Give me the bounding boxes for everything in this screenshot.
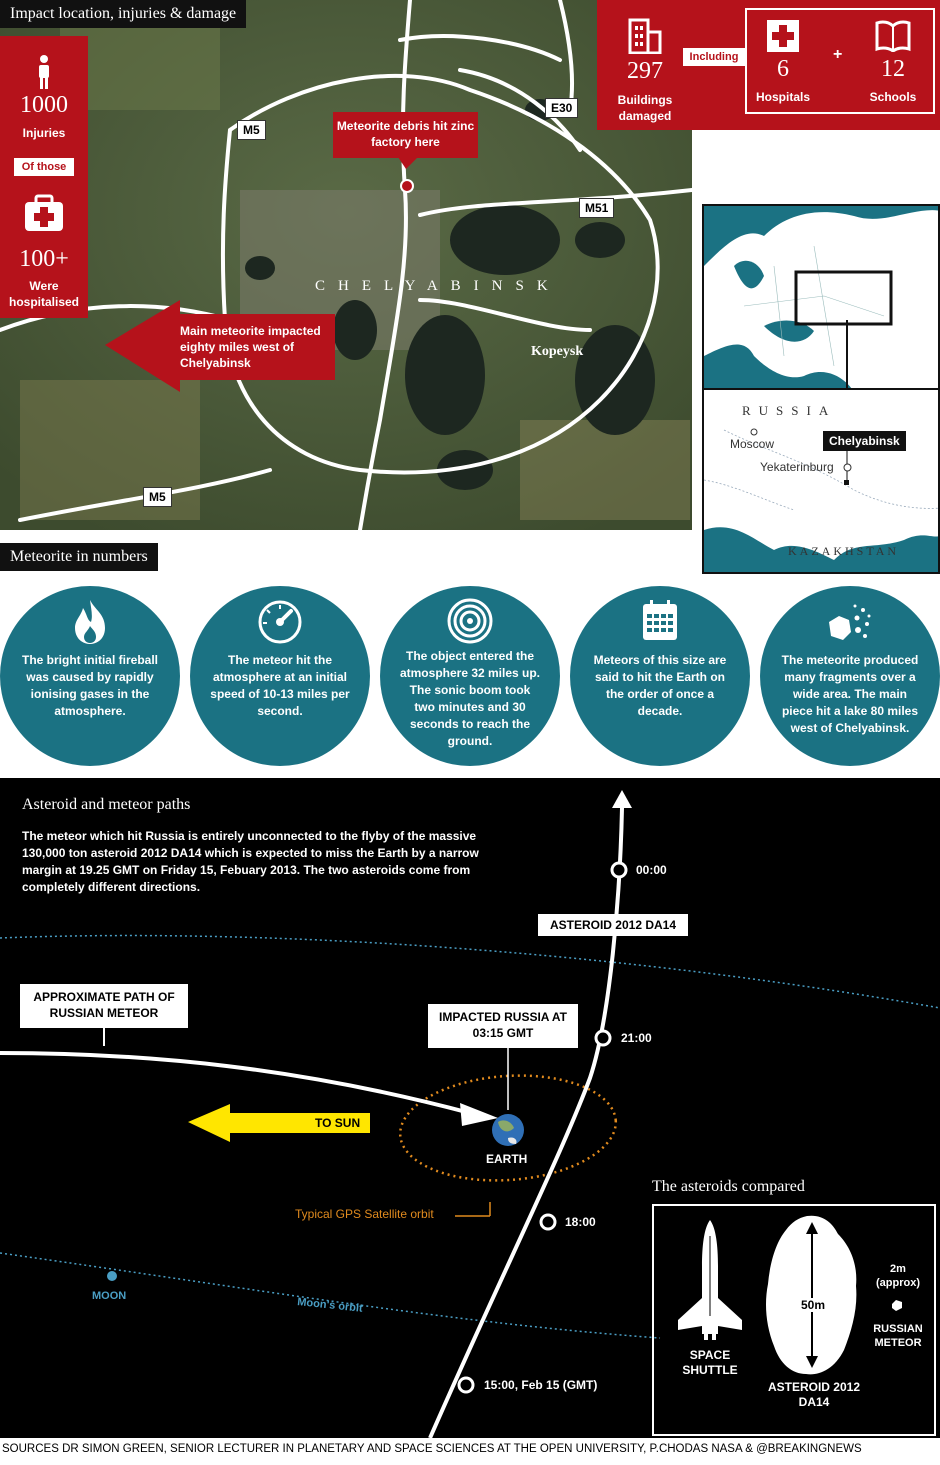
moon-label: MOON: [92, 1290, 127, 1302]
fact-circle-fragments: The meteorite produced many fragments ov…: [760, 586, 940, 766]
person-icon: [39, 55, 49, 89]
time-label-1800: 18:00: [565, 1215, 596, 1229]
time-label-1500: 15:00, Feb 15 (GMT): [484, 1378, 598, 1392]
road-label-m5: M5: [237, 120, 266, 140]
to-sun-label: TO SUN: [315, 1116, 361, 1130]
numbers-section-title: Meteorite in numbers: [0, 543, 158, 571]
plus-sign: +: [833, 46, 843, 63]
meteorite-arrow-callout: Main meteorite impacted eighty miles wes…: [180, 324, 321, 370]
europe-map: [702, 204, 940, 390]
asteroid-shape-icon: [766, 1215, 857, 1375]
time-label-2100: 21:00: [621, 1031, 652, 1045]
russia-map-graphic: [704, 390, 938, 572]
map-section-title: Impact location, injuries & damage: [0, 0, 247, 28]
earth-label: EARTH: [486, 1152, 528, 1166]
satellite-map: Impact location, injuries & damage M5 E3…: [0, 0, 692, 530]
shuttle-label: SPACE SHUTTLE: [682, 1348, 738, 1377]
damage-panel: 297 Buildings damaged Including 6 Hospit…: [597, 0, 940, 130]
hospitalised-count: 100+: [19, 246, 69, 272]
inset-yekaterinburg: Yekaterinburg: [760, 460, 834, 474]
city-label: CHELYABINSK: [315, 278, 561, 294]
moscow-dot: [750, 428, 758, 436]
road-label-e30: E30: [545, 98, 579, 118]
calendar-icon: [643, 600, 677, 640]
schools-label: Schools: [869, 90, 917, 104]
building-icon: [628, 18, 662, 54]
buildings-label: Buildings damaged: [617, 93, 673, 123]
meteor-label: RUSSIAN METEOR: [873, 1323, 923, 1349]
fact-circle-sonic: The object entered the atmosphere 32 mil…: [380, 586, 560, 766]
of-those-badge: Of those: [14, 158, 74, 176]
buildings-count: 297: [627, 58, 663, 84]
fact-circle-frequency: Meteors of this size are said to hit the…: [570, 586, 750, 766]
meteor-path-label: APPROXIMATE PATH OF RUSSIAN METEOR: [20, 984, 188, 1028]
including-box: [745, 8, 935, 114]
including-badge: Including: [683, 48, 745, 66]
fire-icon: [75, 600, 105, 644]
road-label-m5-south: M5: [143, 487, 172, 507]
impact-label: IMPACTED RUSSIA AT 03:15 GMT: [428, 1004, 578, 1048]
speedometer-icon: [258, 600, 302, 644]
asteroid-label: ASTEROID 2012 DA14: [767, 1380, 861, 1409]
town-label: Kopeysk: [531, 344, 584, 359]
road-label-m51: M51: [579, 198, 615, 218]
schools-count: 12: [881, 56, 905, 82]
fragments-icon: [829, 604, 871, 640]
hospitals-count: 6: [777, 56, 789, 82]
injuries-label: Injuries: [22, 126, 66, 140]
first-aid-kit-icon: [25, 194, 63, 231]
hospitals-label: Hospitals: [755, 90, 810, 104]
paths-diagram: [0, 790, 940, 1438]
time-label-0000: 00:00: [636, 863, 667, 877]
sources-footer: SOURCES DR SIMON GREEN, SENIOR LECTURER …: [2, 1443, 862, 1455]
map-graphic: [0, 0, 692, 530]
hospitalised-label: Were hospitalised: [8, 279, 79, 309]
injuries-panel: 1000 Injuries Of those 100+ Were hospita…: [0, 36, 88, 318]
fact-text-frequency: Meteors of this size are said to hit the…: [593, 653, 727, 718]
inset-map: RUSSIA Moscow Chelyabinsk Yekaterinburg …: [692, 192, 940, 578]
fact-circle-fireball: The bright initial fireball was caused b…: [0, 586, 180, 766]
paths-title: Asteroid and meteor paths: [22, 796, 191, 813]
zoom-connector: [846, 320, 848, 392]
injuries-count: 1000: [20, 92, 68, 118]
asteroid-size-label: 50m: [799, 1298, 828, 1312]
gps-orbit-label: Typical GPS Satellite orbit: [295, 1207, 434, 1221]
factory-callout: Meteorite debris hit zinc factory here: [333, 112, 478, 158]
meteor-shape-icon: [892, 1300, 902, 1311]
asteroids-compared-box: SPACE SHUTTLE 50m ASTEROID 2012 DA14 2m …: [652, 1204, 936, 1436]
book-icon: [875, 20, 911, 52]
paths-intro: The meteor which hit Russia is entirely …: [22, 829, 479, 894]
compare-title: The asteroids compared: [652, 1178, 805, 1195]
fact-text-sonic: The object entered the atmosphere 32 mil…: [399, 649, 541, 748]
paths-section: Asteroid and meteor paths The meteor whi…: [0, 778, 940, 1438]
inset-chelyabinsk: Chelyabinsk: [823, 431, 906, 451]
fact-circle-speed: The meteor hit the atmosphere at an init…: [190, 586, 370, 766]
russia-map: [702, 388, 940, 574]
fact-text-speed: The meteor hit the atmosphere at an init…: [210, 653, 350, 718]
fact-text-fragments: The meteorite produced many fragments ov…: [781, 653, 919, 735]
space-shuttle-icon: [678, 1220, 742, 1340]
inset-country-russia: RUSSIA: [742, 403, 837, 418]
asteroid-path-label: ASTEROID 2012 DA14: [538, 914, 688, 936]
yekaterinburg-dot: [843, 463, 852, 472]
inset-kazakhstan: KAZAKHSTAN: [788, 544, 900, 558]
inset-moscow: Moscow: [730, 437, 775, 451]
hospital-cross-icon: [767, 20, 799, 52]
sonic-rings-icon: [447, 598, 493, 644]
meteor-size-label: 2m (approx): [876, 1263, 920, 1289]
callout-pointer: [398, 157, 418, 169]
europe-map-graphic: [704, 210, 938, 388]
fact-text-fireball: The bright initial fireball was caused b…: [21, 653, 158, 718]
